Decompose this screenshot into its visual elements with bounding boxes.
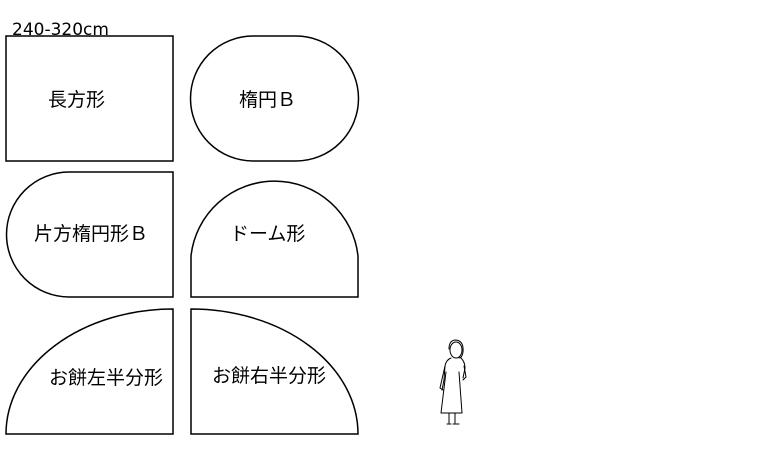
- shape-ellipse-b-label: 楕円Ｂ: [239, 89, 296, 111]
- shape-half-ellipse-b: 片方楕円形Ｂ: [5, 171, 174, 298]
- shape-dome: ドーム形: [190, 180, 359, 298]
- standing-person-icon: [439, 339, 467, 425]
- shape-rectangle-label: 長方形: [48, 89, 105, 111]
- shape-mochi-left-half: お餅左半分形: [5, 308, 174, 435]
- shape-mochi-right-half-label: お餅右半分形: [212, 365, 326, 387]
- shape-rectangle: 長方形: [5, 35, 174, 162]
- shape-mochi-left-half-label: お餅左半分形: [49, 367, 163, 389]
- shape-dome-label: ドーム形: [230, 223, 305, 245]
- shape-half-ellipse-b-label: 片方楕円形Ｂ: [34, 223, 148, 245]
- shape-mochi-right-half: お餅右半分形: [190, 308, 359, 435]
- shape-ellipse-b: 楕円Ｂ: [189, 35, 360, 162]
- dimension-label: 240-320cm: [12, 20, 109, 40]
